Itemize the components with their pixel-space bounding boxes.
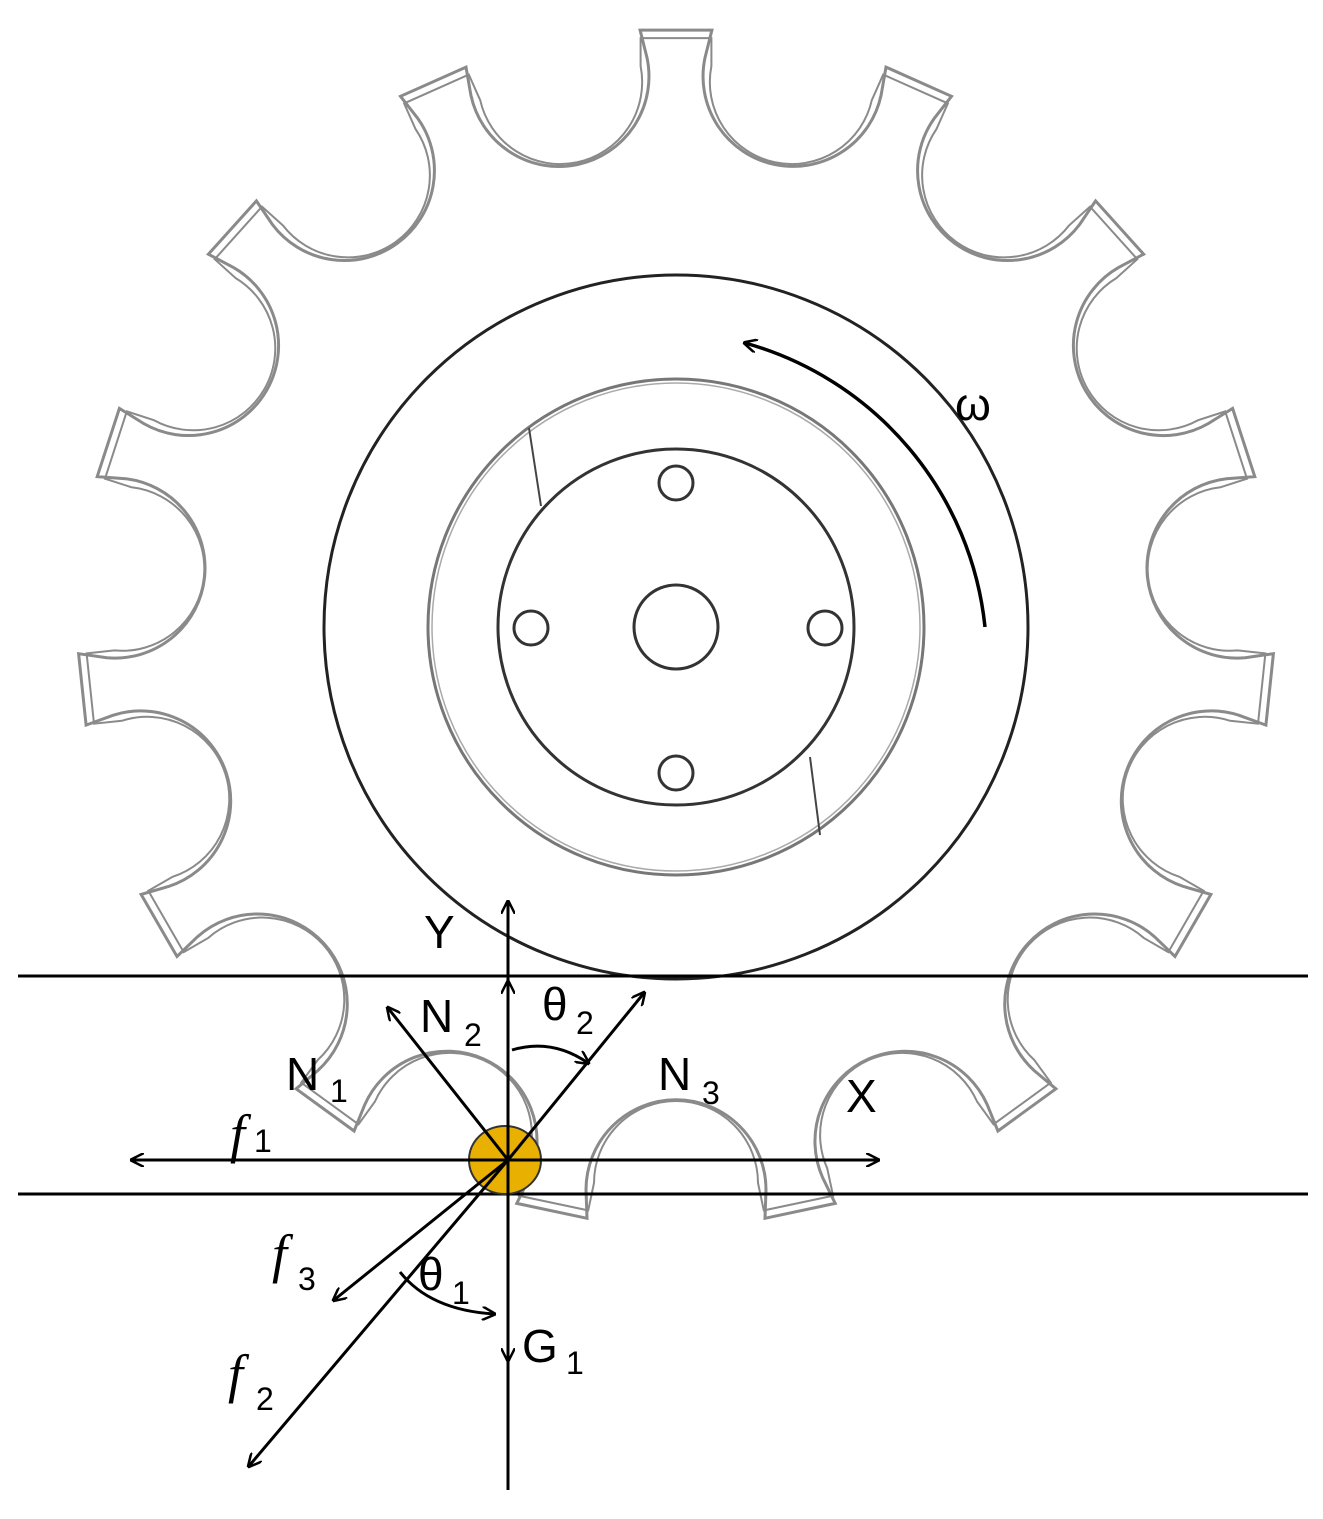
theta1-subscript: 1 [452, 1275, 470, 1311]
outer-disc [322, 273, 1030, 981]
f3-label: f [272, 1224, 294, 1284]
gear [76, 28, 1276, 1221]
rotation-arrow [745, 343, 987, 628]
y-axis-label: Y [424, 906, 455, 958]
bolt-hole-left [512, 609, 550, 647]
n2-subscript: 2 [464, 1017, 482, 1053]
f3-arrow [334, 1158, 509, 1300]
middle-ring-outer [426, 377, 926, 877]
n2-label: N [420, 990, 453, 1042]
n1-arrow [388, 1008, 510, 1161]
theta2-arc [511, 1044, 588, 1063]
f2-arrow [249, 1159, 510, 1466]
n1-subscript: 1 [330, 1073, 348, 1109]
ring-slot-lower [809, 756, 821, 836]
omega-label: ω [955, 378, 991, 430]
f1-label: f [230, 1104, 252, 1164]
g1-label: G [522, 1320, 558, 1372]
gear-outline-outer [76, 28, 1276, 1221]
f2-label: f [228, 1344, 250, 1404]
n3-arrow [506, 993, 644, 1161]
theta2-label: θ [542, 978, 568, 1030]
x-axis-label: X [846, 1070, 877, 1122]
theta2-subscript: 2 [576, 1005, 594, 1041]
n1-label: N [286, 1048, 319, 1100]
g1-subscript: 1 [566, 1345, 584, 1381]
bolt-hole-top [657, 464, 695, 502]
bolt-hole-right [806, 609, 844, 647]
n3-label: N [658, 1048, 691, 1100]
f1-subscript: 1 [254, 1123, 272, 1159]
center-bore [632, 583, 720, 671]
gear-outline-inner [85, 37, 1267, 1212]
hub [322, 273, 1030, 981]
middle-ring-inner [431, 382, 921, 872]
bolt-hole-bottom [657, 754, 695, 792]
inner-disc [496, 447, 856, 807]
f2-subscript: 2 [256, 1381, 274, 1417]
theta1-label: θ [418, 1248, 444, 1300]
ring-slot-upper [528, 427, 542, 507]
f3-subscript: 3 [298, 1261, 316, 1297]
n3-subscript: 3 [702, 1075, 720, 1111]
theta1-arc [398, 1271, 494, 1314]
